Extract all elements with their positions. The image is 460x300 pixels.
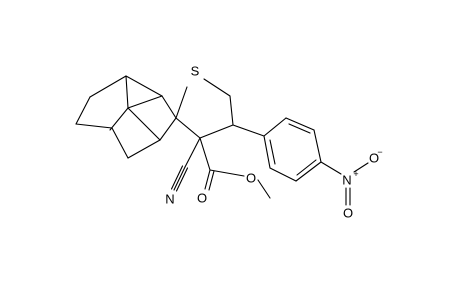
bond (296, 159, 317, 176)
thiolane-ring (175, 78, 234, 139)
methyl-ester-group (199, 137, 271, 199)
bond (269, 167, 297, 182)
bond (263, 135, 271, 169)
nitrile-group (170, 137, 201, 192)
bond (295, 161, 322, 182)
bond (175, 117, 201, 139)
bond (125, 75, 163, 97)
bond (184, 137, 201, 168)
nitrile-nitrogen-label: N (165, 192, 174, 207)
ester-oxygen-label: O (246, 171, 256, 186)
bond (173, 166, 186, 191)
bond (175, 86, 188, 119)
bond (285, 117, 315, 131)
adamantane-cage (75, 75, 177, 159)
bond (199, 124, 234, 139)
bond (175, 167, 189, 192)
bond (257, 179, 271, 199)
bond (288, 123, 311, 134)
bond (269, 139, 276, 165)
bond (125, 75, 129, 109)
nitro-group (345, 162, 369, 206)
bond (204, 169, 211, 190)
bond (89, 75, 127, 98)
nitrophenyl-group (232, 117, 342, 182)
carbonyl-oxygen-label: O (197, 191, 207, 206)
bond (232, 124, 265, 137)
bond (109, 107, 129, 131)
bond (263, 117, 287, 137)
bond (127, 139, 161, 159)
bond (170, 165, 184, 190)
nitro-oxygen-charge: − (377, 147, 382, 157)
bond (75, 123, 113, 129)
bond (209, 169, 245, 177)
bond (111, 127, 129, 159)
bond (353, 162, 369, 173)
bond (203, 78, 231, 97)
bond (75, 96, 91, 125)
nitro-nitrogen-label: N (342, 173, 351, 188)
bond (159, 117, 177, 141)
bond (127, 107, 161, 141)
bond (161, 95, 177, 119)
bond (127, 95, 163, 109)
sulfur-atom-label: S (191, 64, 200, 79)
nitro-oxygen-top-label: O (369, 151, 379, 166)
bond (208, 170, 215, 191)
nitro-nitrogen-charge: + (353, 169, 358, 179)
nitro-oxygen-bottom-label: O (343, 206, 353, 221)
bond (199, 137, 211, 171)
bond (229, 95, 234, 126)
bond (313, 129, 322, 163)
bond (320, 161, 342, 175)
